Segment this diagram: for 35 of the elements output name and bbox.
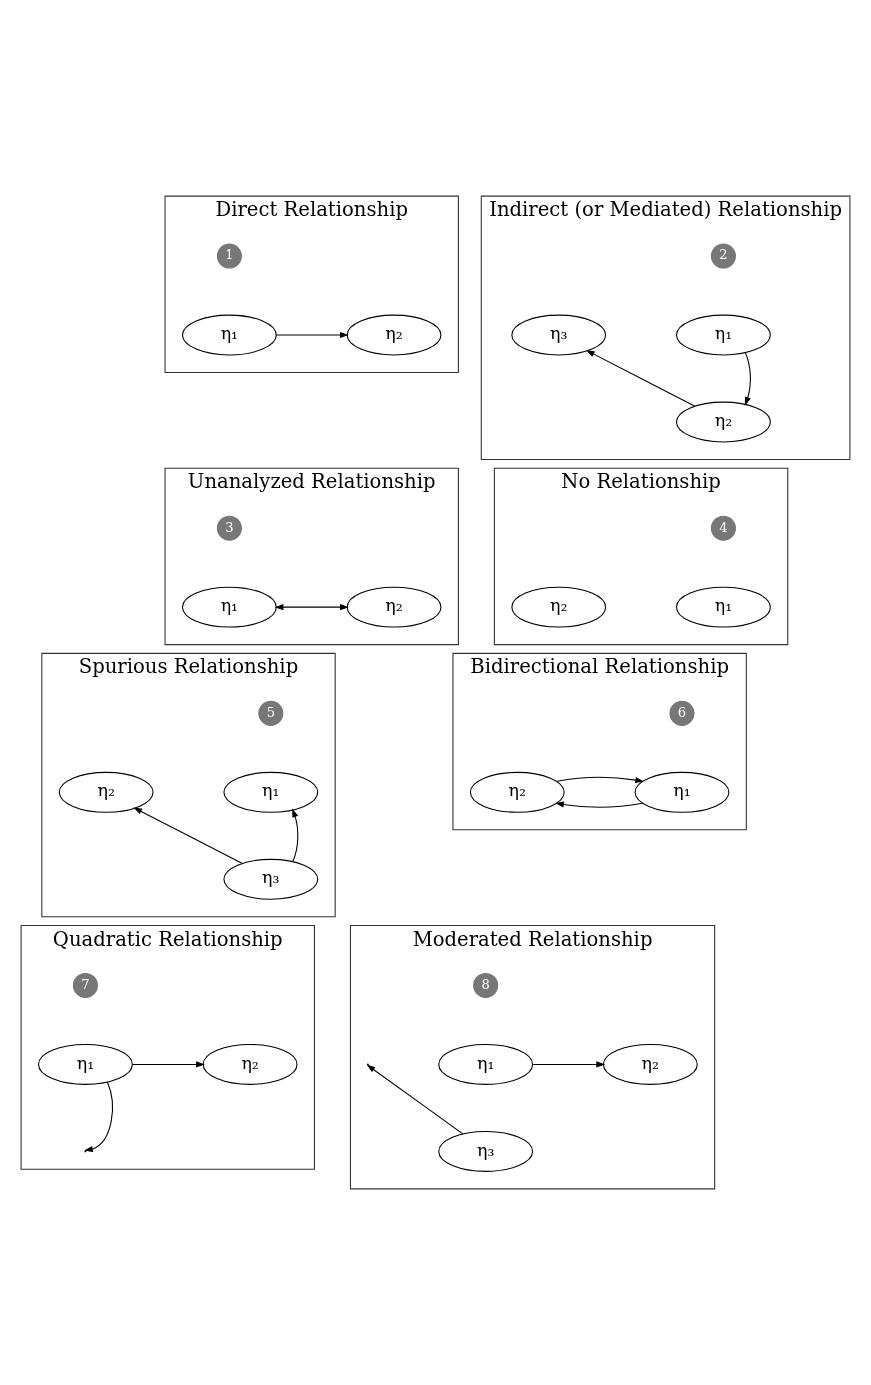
node-ellipse: η₂ (602, 1043, 698, 1085)
node-ellipse: η₁ (223, 771, 319, 813)
node-ellipse: η₂ (675, 401, 771, 443)
node-ellipse: η₂ (511, 586, 607, 628)
node-ellipse: η₁ (675, 586, 771, 628)
arrow (275, 331, 349, 339)
arrow (555, 801, 643, 808)
node-ellipse: η₂ (346, 586, 442, 628)
node-circle: 6 (669, 700, 695, 726)
arrow (585, 350, 696, 407)
arrow (84, 1081, 113, 1153)
arrow (532, 1061, 606, 1068)
node-circle: 5 (258, 700, 284, 726)
arrow (131, 1061, 205, 1068)
arrow (133, 807, 243, 864)
node-ellipse: η₁ (675, 314, 771, 356)
arrow (292, 808, 299, 862)
node-circle: 7 (72, 972, 98, 999)
node-ellipse: η₁ (181, 586, 277, 628)
node-ellipse: η₂ (202, 1043, 298, 1085)
arrow (744, 352, 751, 406)
node-ellipse: η₁ (38, 1043, 133, 1085)
node-circle: 2 (710, 243, 736, 269)
arrow (274, 604, 349, 611)
arrow (556, 776, 644, 784)
node-ellipse: η₁ (438, 1043, 534, 1085)
node-circle: 4 (710, 515, 736, 541)
node-circle: 3 (216, 515, 242, 541)
node-ellipse: η₃ (438, 1130, 534, 1172)
node-ellipse: η₃ (223, 858, 319, 900)
arrow (366, 1064, 464, 1135)
node-ellipse: η₁ (181, 314, 277, 356)
node-ellipse: η₂ (346, 314, 442, 356)
node-circle: 1 (216, 243, 242, 269)
node-circle: 8 (473, 972, 499, 999)
